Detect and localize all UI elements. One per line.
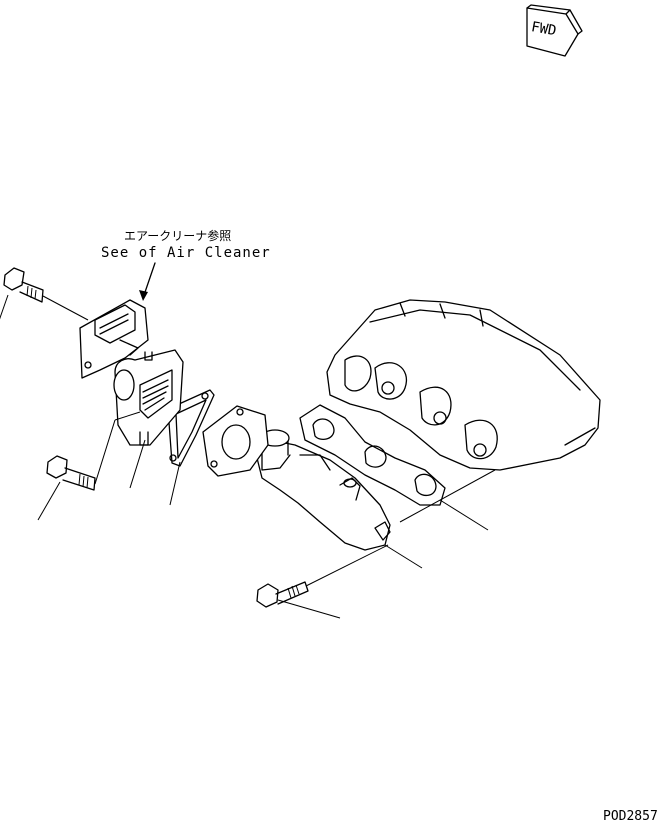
drawing-code: POD2857	[603, 809, 658, 823]
flange	[202, 405, 269, 477]
bolt-top-left	[0, 267, 89, 321]
callout-arrowhead	[139, 290, 148, 301]
intake-connector	[113, 349, 184, 446]
leader-gasket-right	[439, 499, 489, 531]
bolt-bottom	[256, 544, 389, 619]
leader-connector	[129, 439, 146, 489]
manifold-gasket	[299, 404, 446, 506]
leader-head	[399, 469, 496, 523]
air-cleaner-bracket	[79, 299, 149, 379]
cylinder-head	[326, 299, 601, 471]
leader-gasket	[169, 461, 181, 506]
callout-en: See of Air Cleaner	[101, 245, 271, 261]
bolt-mid-left	[37, 411, 141, 521]
callout-jp: エアークリーナ参照	[124, 228, 231, 243]
fwd-label: FWD	[530, 19, 558, 39]
fwd-badge: FWD	[526, 4, 583, 57]
leader-manifold	[384, 544, 423, 569]
